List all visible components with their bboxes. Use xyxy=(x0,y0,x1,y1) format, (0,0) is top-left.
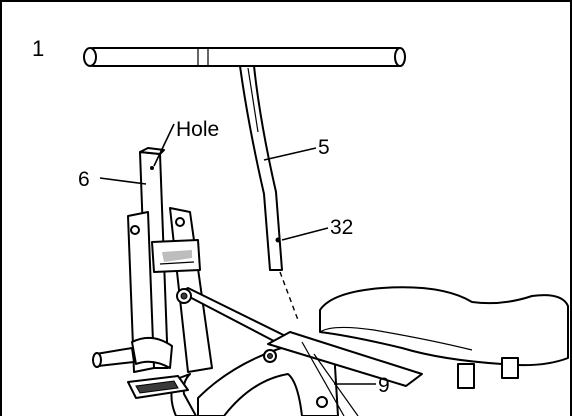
upright-tube-part-5 xyxy=(239,65,283,271)
part-5-label: 5 xyxy=(318,136,330,159)
part-6-label: 6 xyxy=(78,168,90,191)
step-number: 1 xyxy=(32,36,44,61)
bolt-hole-32 xyxy=(275,237,281,243)
part-32-label: 32 xyxy=(330,216,353,239)
foot-pedal xyxy=(127,375,189,399)
part-5-leader xyxy=(263,147,317,161)
part-6-leader xyxy=(99,177,147,185)
part-32-leader xyxy=(281,227,329,241)
hole-label: Hole xyxy=(176,118,219,141)
left-axle-stub xyxy=(92,336,173,369)
hole-leader xyxy=(153,123,175,167)
hole-marker xyxy=(150,166,154,170)
alignment-dashed-line xyxy=(279,271,299,321)
part-9-label: 9 xyxy=(378,374,390,397)
seat xyxy=(319,286,569,389)
handlebar-crossbar xyxy=(83,47,406,67)
